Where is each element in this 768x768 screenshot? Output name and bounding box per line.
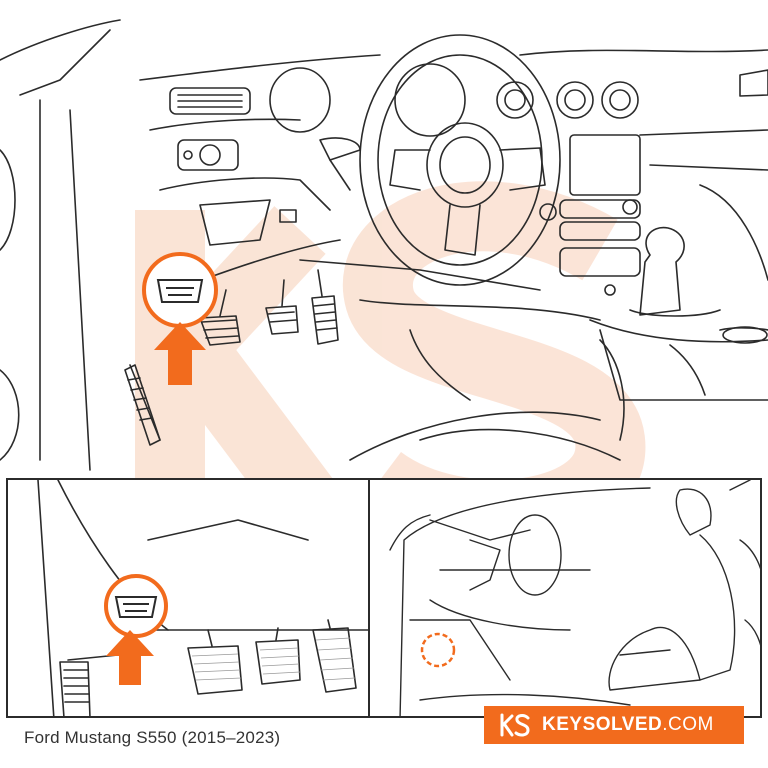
highlight-circle-icon xyxy=(142,252,218,328)
brand-tld: .COM xyxy=(662,714,714,735)
highlight-circle-icon xyxy=(104,574,168,638)
car-side-lineart xyxy=(389,480,760,716)
obd-port-icon xyxy=(114,596,158,618)
obd-port-icon xyxy=(156,279,204,303)
brand-name: KEYSOLVED xyxy=(542,714,663,735)
inset-closeup-panel xyxy=(6,478,370,718)
ks-watermark-icon xyxy=(135,181,646,550)
brand-banner[interactable]: KEYSOLVED.COM xyxy=(484,706,744,744)
up-arrow-icon xyxy=(106,630,154,685)
up-arrow-icon xyxy=(154,322,206,385)
ks-logo-icon xyxy=(500,713,530,737)
inset-car-side-panel xyxy=(368,478,762,718)
vehicle-caption: Ford Mustang S550 (2015–2023) xyxy=(24,728,281,747)
highlight-circle-icon xyxy=(420,632,456,668)
closeup-lineart xyxy=(37,480,368,716)
